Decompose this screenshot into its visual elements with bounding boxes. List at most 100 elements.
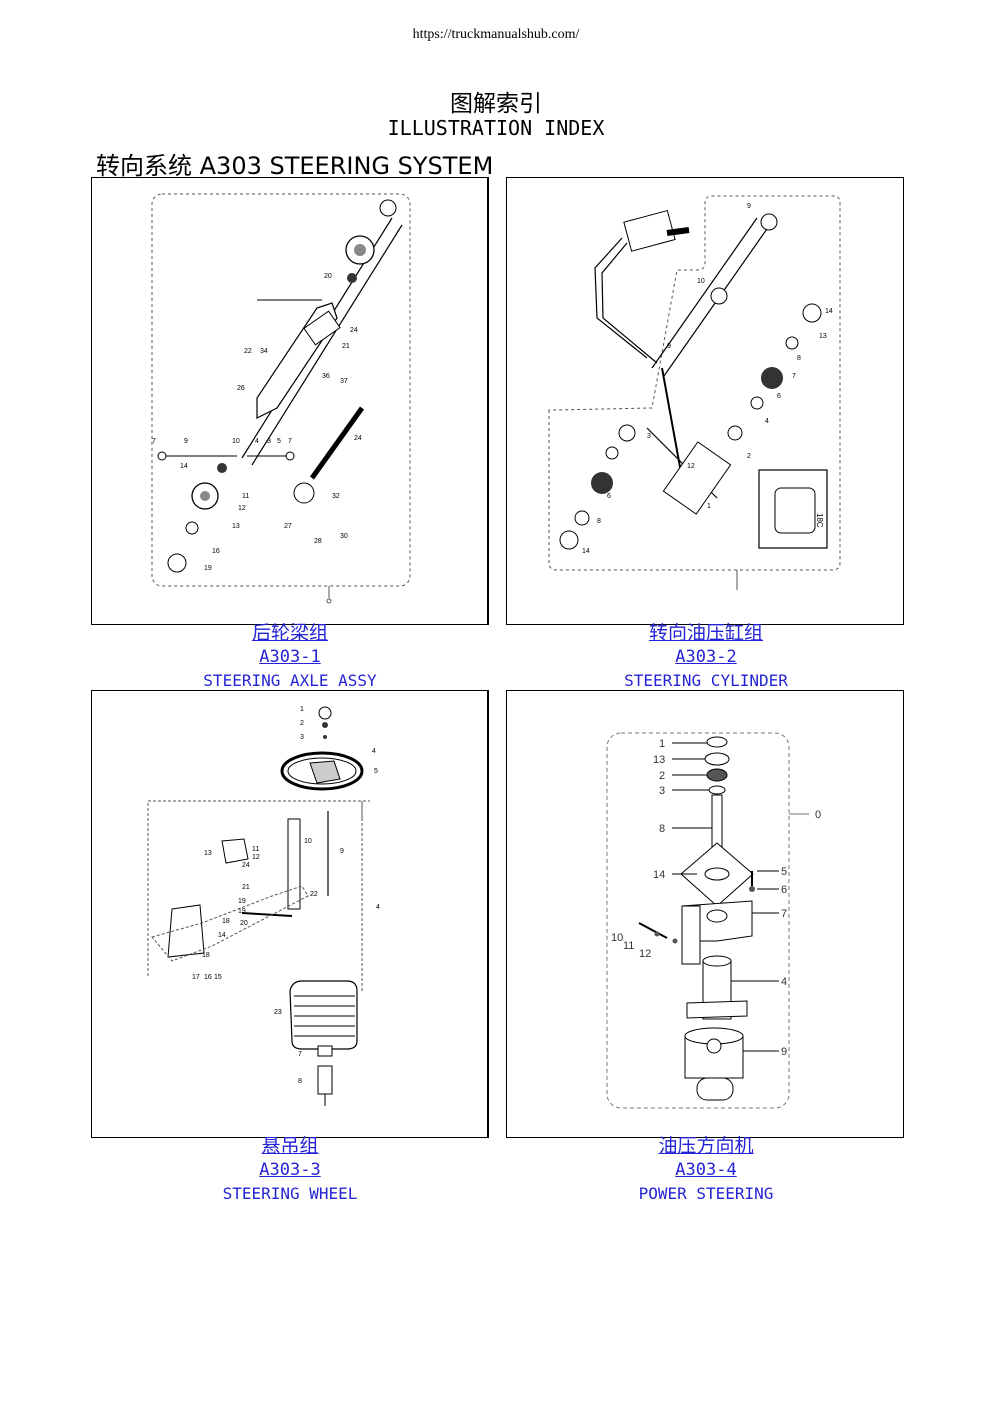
svg-text:4: 4 xyxy=(765,418,769,425)
svg-text:9: 9 xyxy=(340,848,344,855)
svg-text:10: 10 xyxy=(611,932,623,944)
svg-text:16: 16 xyxy=(204,974,212,981)
caption-power-steering[interactable]: 油压方向机 A303-4 POWER STEERING xyxy=(508,1137,904,1206)
svg-text:12: 12 xyxy=(238,505,246,512)
panel-divider-top xyxy=(488,177,508,625)
steering-unit xyxy=(684,1027,744,1101)
svg-text:22: 22 xyxy=(244,348,252,355)
page-title-chinese: 图解索引 xyxy=(450,91,542,117)
panel-divider-bottom xyxy=(488,690,508,1138)
svg-text:17: 17 xyxy=(192,974,200,981)
svg-text:12: 12 xyxy=(687,463,695,470)
svg-text:27: 27 xyxy=(284,523,292,530)
svg-text:20: 20 xyxy=(324,273,332,280)
svg-text:7: 7 xyxy=(792,373,796,380)
caption-title-cn[interactable]: 后轮梁组 xyxy=(251,622,328,644)
svg-text:13: 13 xyxy=(204,850,212,857)
svg-text:14: 14 xyxy=(653,869,665,881)
svg-text:8: 8 xyxy=(797,355,801,362)
svg-text:4: 4 xyxy=(372,748,376,755)
section-heading: 转向系统 A303 STEERING SYSTEM xyxy=(96,152,494,180)
caption-part-code[interactable]: A303-1 xyxy=(259,647,321,667)
svg-text:1: 1 xyxy=(300,706,304,713)
svg-text:11: 11 xyxy=(623,940,634,952)
caption-steering-wheel[interactable]: 悬吊组 A303-3 STEERING WHEEL xyxy=(92,1137,488,1206)
svg-text:22: 22 xyxy=(310,891,318,898)
caption-steering-cylinder[interactable]: 转向油压缸组 A303-2 STEERING CYLINDER xyxy=(508,624,904,693)
svg-text:3: 3 xyxy=(647,433,651,440)
svg-text:24: 24 xyxy=(354,435,362,442)
caption-title-cn[interactable]: 悬吊组 xyxy=(261,1135,319,1157)
svg-text:7: 7 xyxy=(298,1051,302,1058)
caption-title-cn[interactable]: 转向油压缸组 xyxy=(648,622,763,644)
caption-part-code[interactable]: A303-3 xyxy=(259,1160,321,1180)
svg-text:8: 8 xyxy=(298,1078,302,1085)
svg-text:24: 24 xyxy=(350,327,358,334)
svg-text:3: 3 xyxy=(300,734,304,741)
svg-text:12: 12 xyxy=(639,948,651,960)
svg-text:4: 4 xyxy=(781,976,787,988)
svg-text:6: 6 xyxy=(607,493,611,500)
svg-text:8: 8 xyxy=(597,518,601,525)
inset-label: 18C xyxy=(815,513,824,528)
caption-title-en[interactable]: STEERING WHEEL xyxy=(222,1184,358,1203)
svg-text:4: 4 xyxy=(255,438,259,445)
svg-text:36: 36 xyxy=(322,373,330,380)
page-title-english: ILLUSTRATION INDEX xyxy=(387,116,605,140)
caption-title-en[interactable]: STEERING AXLE ASSY xyxy=(203,671,377,690)
svg-text:11: 11 xyxy=(242,493,249,500)
svg-text:14: 14 xyxy=(582,548,590,555)
svg-text:2: 2 xyxy=(300,720,304,727)
svg-text:2: 2 xyxy=(659,770,665,782)
diagram-panel-power-steering: 1 13 2 3 8 14 5 6 7 10 11 12 4 9 0 xyxy=(506,690,904,1138)
svg-text:1: 1 xyxy=(659,738,665,750)
svg-text:9: 9 xyxy=(781,1046,787,1058)
svg-text:12: 12 xyxy=(252,854,260,861)
svg-text:7: 7 xyxy=(781,908,787,920)
caption-title-en[interactable]: POWER STEERING xyxy=(638,1184,774,1203)
svg-text:30: 30 xyxy=(340,533,348,540)
svg-text:3: 3 xyxy=(659,785,665,797)
svg-text:3: 3 xyxy=(267,438,271,445)
svg-text:16: 16 xyxy=(212,548,220,555)
caption-steering-axle[interactable]: 后轮梁组 A303-1 STEERING AXLE ASSY xyxy=(92,624,488,693)
svg-text:5: 5 xyxy=(277,438,281,445)
caption-part-code[interactable]: A303-2 xyxy=(675,647,737,667)
svg-text:20: 20 xyxy=(240,920,248,927)
svg-text:14: 14 xyxy=(218,932,226,939)
svg-text:10: 10 xyxy=(304,838,312,845)
svg-text:21: 21 xyxy=(342,343,350,350)
svg-text:6: 6 xyxy=(781,884,787,896)
svg-text:18: 18 xyxy=(202,952,210,959)
svg-text:5: 5 xyxy=(781,866,787,878)
svg-text:19: 19 xyxy=(238,898,246,905)
svg-text:9: 9 xyxy=(747,203,751,210)
caption-title-en[interactable]: STEERING CYLINDER xyxy=(624,671,788,690)
svg-text:28: 28 xyxy=(314,538,322,545)
svg-text:9: 9 xyxy=(667,343,671,350)
svg-text:10: 10 xyxy=(232,438,240,445)
svg-text:34: 34 xyxy=(260,348,268,355)
svg-text:21: 21 xyxy=(242,884,250,891)
svg-text:5: 5 xyxy=(374,768,378,775)
svg-text:10: 10 xyxy=(697,278,705,285)
rubber-boot xyxy=(289,980,358,1050)
svg-text:14: 14 xyxy=(180,463,188,470)
svg-text:0: 0 xyxy=(815,809,821,821)
callout-labels: 1 13 2 3 8 14 5 6 7 10 11 12 4 9 0 xyxy=(611,738,821,1058)
power-steering-exploded-diagram: 1 13 2 3 8 14 5 6 7 10 11 12 4 9 0 xyxy=(606,732,821,1109)
svg-text:1: 1 xyxy=(707,503,711,510)
svg-text:32: 32 xyxy=(332,493,340,500)
svg-text:13: 13 xyxy=(819,333,827,340)
svg-text:15: 15 xyxy=(214,974,222,981)
svg-text:37: 37 xyxy=(340,378,348,385)
caption-title-cn[interactable]: 油压方向机 xyxy=(658,1135,754,1157)
caption-part-code[interactable]: A303-4 xyxy=(675,1160,737,1180)
